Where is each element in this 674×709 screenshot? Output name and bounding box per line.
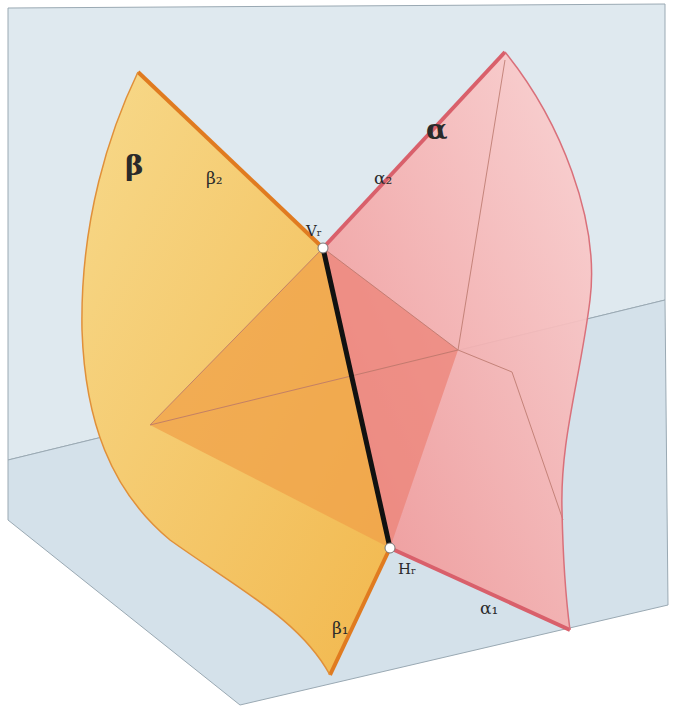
plane-label: β₂: [206, 170, 223, 187]
alpha-inner: [323, 248, 458, 548]
plane-label: α₂: [374, 170, 392, 187]
plane-label: β₁: [332, 620, 349, 637]
alpha-edge: [505, 52, 592, 630]
plane-label: Hᵣ: [398, 562, 416, 577]
trace-beta1: [330, 548, 390, 675]
trace-point: [318, 243, 328, 253]
trace-alpha1: [390, 548, 570, 630]
plane-label: α₁: [480, 600, 498, 617]
plane-label: Vᵣ: [306, 224, 322, 239]
plane-alpha: [323, 52, 592, 630]
plane-label: α: [426, 116, 448, 144]
construction-lines: [150, 60, 563, 520]
intersection-line: [323, 248, 390, 548]
plane-label: β: [125, 152, 144, 180]
beta-edge: [82, 72, 330, 675]
plane-beta: [82, 72, 390, 675]
trace-beta2: [138, 72, 323, 248]
trace-alpha2: [323, 52, 505, 248]
trace-point: [385, 543, 395, 553]
